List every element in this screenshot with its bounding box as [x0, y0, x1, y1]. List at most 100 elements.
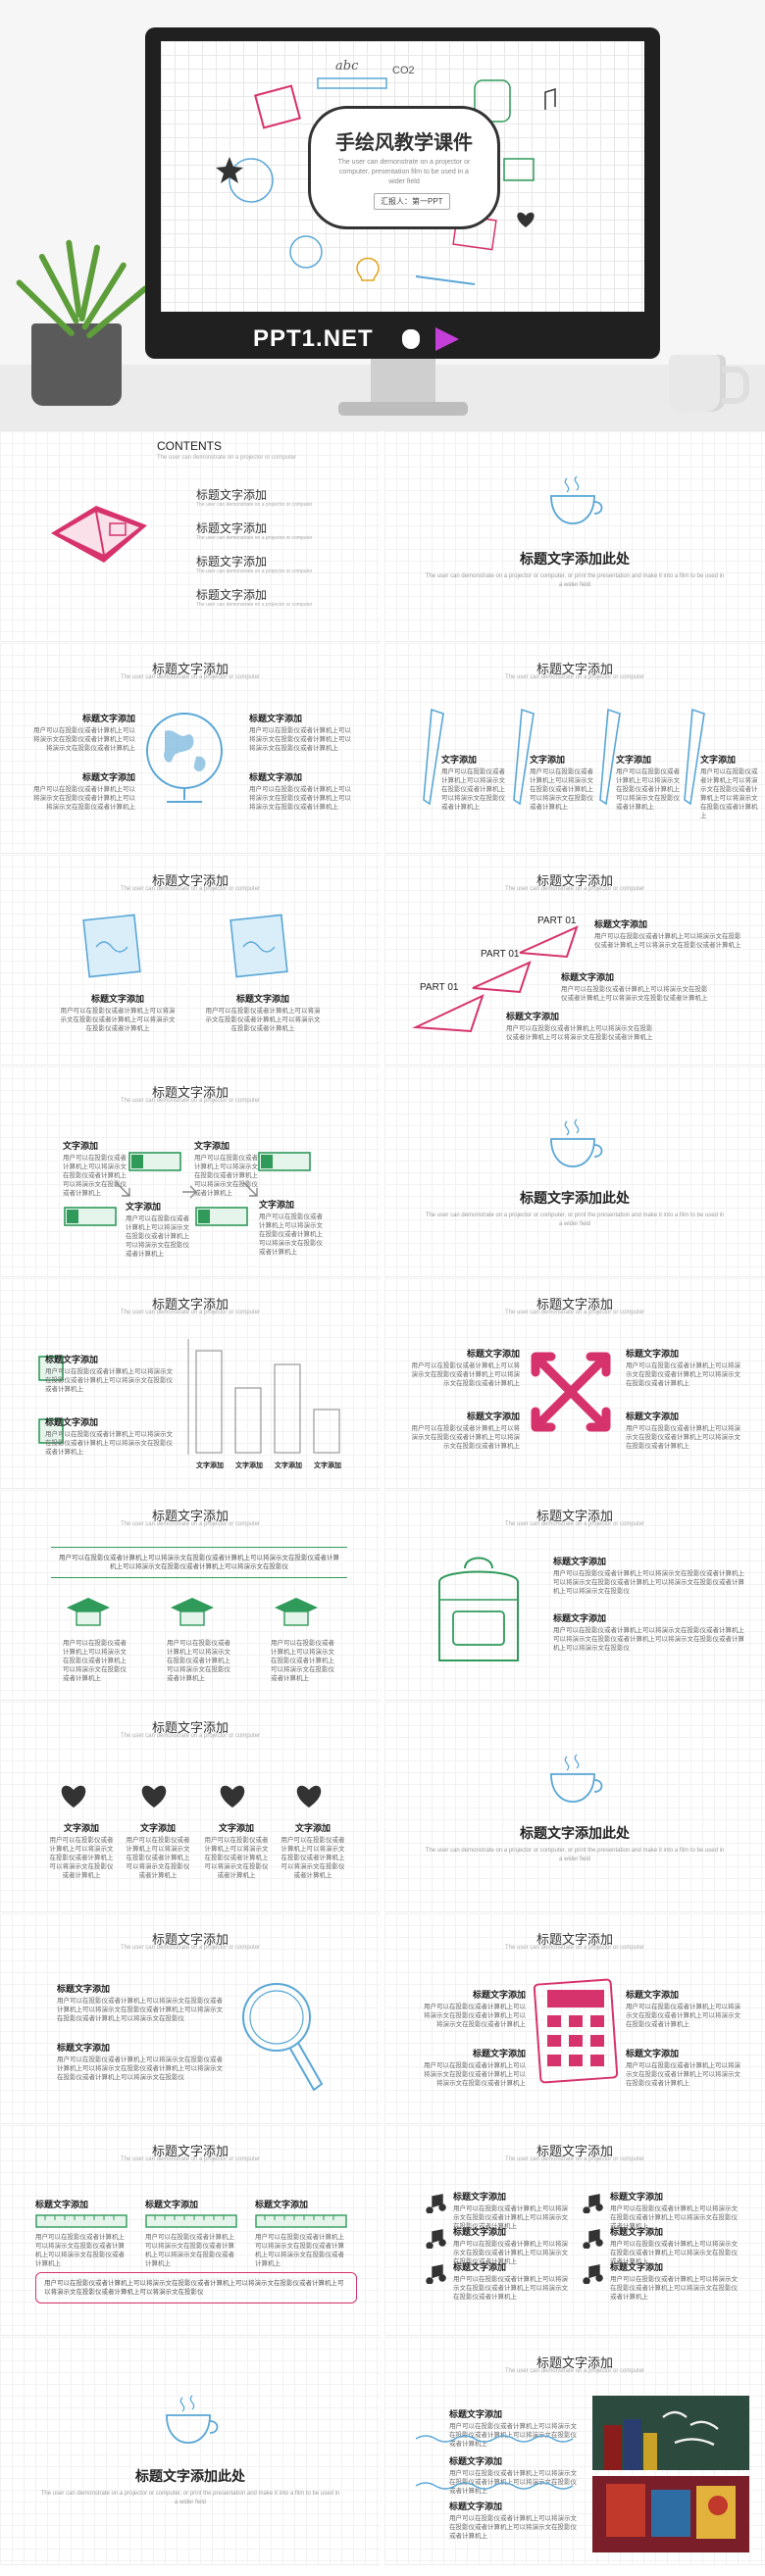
- slide-title: 标题文字添加: [536, 873, 613, 888]
- block-text: 用户可以在投影仪或者计算机上可以将演示文在投影仪或者计算机上可以将演示文在投影仪…: [561, 986, 708, 1002]
- slide-parts: 标题文字添加 The user can demonstrate on a pro…: [384, 855, 765, 1065]
- coffee-mug-handle: [722, 367, 749, 404]
- text-block: 标题文字添加 用户可以在投影仪或者计算机上可以将演示文在投影仪或者计算机上可以将…: [249, 712, 355, 753]
- contents-sub: The user can demonstrate on a projector …: [157, 455, 297, 461]
- cap-caption: 用户可以在投影仪或者计算机上可以将演示文在投影仪或者计算机上可以将演示文在投影仪…: [167, 1640, 230, 1682]
- block-text: 用户可以在投影仪或者计算机上可以将演示文在投影仪或者计算机上可以将演示文在投影仪…: [33, 727, 135, 752]
- slide-subtitle: The user can demonstrate on a projector …: [120, 674, 261, 680]
- text-block: 标题文字添加 用户可以在投影仪或者计算机上可以将演示文在投影仪或者计算机上可以将…: [410, 1347, 521, 1388]
- doodle-music-note: [544, 87, 556, 110]
- block-heading: 标题文字添加: [472, 2049, 526, 2058]
- wave-line-icon: [415, 2435, 574, 2443]
- block-heading: 文字添加: [616, 755, 652, 765]
- hero-title: 手绘风教学课件: [335, 132, 473, 154]
- plant-pot: [31, 323, 122, 406]
- block-text: 用户可以在投影仪或者计算机上可以将演示文在投影仪或者计算机上可以将演示文在投影仪…: [453, 2205, 568, 2230]
- set-square-icon: [472, 961, 532, 994]
- block-text: 用户可以在投影仪或者计算机上可以将演示文在投影仪或者计算机上可以将演示文在投影仪…: [553, 1570, 744, 1595]
- coffee-mug: [669, 355, 726, 412]
- text-block: 标题文字添加 用户可以在投影仪或者计算机上可以将演示文在投影仪或者计算机上可以将…: [204, 992, 322, 1033]
- text-block: 标题文字添加 用户可以在投影仪或者计算机上可以将演示文在投影仪或者计算机上可以将…: [45, 1415, 173, 1457]
- ruler-icon: [145, 2214, 237, 2228]
- doodle-book: [254, 84, 301, 129]
- bar-label: 文字添加: [196, 1462, 224, 1469]
- part-label: PART 01: [537, 916, 577, 926]
- text-block: 标题文字添加 用户可以在投影仪或者计算机上可以将演示文在投影仪或者计算机上可以将…: [29, 712, 135, 753]
- graduation-cap-icon: [171, 1598, 214, 1626]
- block-heading: 标题文字添加: [249, 714, 303, 723]
- block-heading: 文字添加: [139, 1823, 176, 1833]
- block-text: 用户可以在投影仪或者计算机上可以将演示文在投影仪或者计算机上可以将演示文在投影仪…: [49, 1837, 114, 1879]
- block-heading: 标题文字添加: [610, 2192, 664, 2202]
- text-block: 标题文字添加用户可以在投影仪或者计算机上可以将演示文在投影仪或者计算机上可以将演…: [610, 2190, 738, 2231]
- pencil-icon: [684, 708, 705, 806]
- slide-section-cup-4: 标题文字添加此处 The user can demonstrate on a p…: [0, 2337, 381, 2565]
- ruler-icon: [255, 2214, 347, 2228]
- block-text: 用户可以在投影仪或者计算机上可以将演示文在投影仪或者计算机上可以将演示文在投影仪…: [411, 1425, 521, 1450]
- back-to-school-photo: [592, 2396, 749, 2552]
- slide-bar-chart: 标题文字添加 The user can demonstrate on a pro…: [0, 1278, 381, 1489]
- slide-globe: 标题文字添加 The user can demonstrate on a pro…: [0, 643, 381, 854]
- block-heading: 标题文字添加: [626, 1349, 680, 1359]
- contents-item-sub: The user can demonstrate on a projector …: [196, 502, 313, 508]
- text-block: 标题文字添加用户可以在投影仪或者计算机上可以将演示文在投影仪或者计算机上可以将演…: [610, 2260, 738, 2302]
- teacup-icon: [550, 1118, 603, 1167]
- pencil-icon: [599, 708, 621, 806]
- slide-title: 标题文字添加: [536, 1509, 613, 1523]
- text-block: 标题文字添加 用户可以在投影仪或者计算机上可以将演示文在投影仪或者计算机上可以将…: [626, 2047, 743, 2088]
- text-block: 文字添加 用户可以在投影仪或者计算机上可以将演示文在投影仪或者计算机上可以将演示…: [616, 753, 681, 812]
- block-heading: 标题文字添加: [90, 994, 144, 1004]
- text-block: 标题文字添加用户可以在投影仪或者计算机上可以将演示文在投影仪或者计算机上可以将演…: [449, 2500, 577, 2541]
- slide-title: 标题文字添加: [536, 2144, 613, 2158]
- brand-text: PPT1.NET: [253, 325, 374, 352]
- teacup-icon: [550, 1754, 603, 1803]
- contents-item-sub: The user can demonstrate on a projector …: [196, 535, 313, 541]
- block-heading: 标题文字添加: [626, 1990, 680, 2000]
- block-text: 用户可以在投影仪或者计算机上可以将演示文在投影仪或者计算机上可以将演示文在投影仪…: [33, 786, 135, 811]
- slide-title: 标题文字添加: [151, 1085, 229, 1100]
- flow-arrow-icon: [182, 1185, 197, 1199]
- monitor-base: [338, 402, 468, 416]
- slide-music-notes: 标题文字添加 The user can demonstrate on a pro…: [384, 2125, 765, 2336]
- slide-flow: 标题文字添加 The user can demonstrate on a pro…: [0, 1066, 381, 1277]
- block-heading: 标题文字添加: [472, 1990, 526, 2000]
- block-text: 用户可以在投影仪或者计算机上可以将演示文在投影仪或者计算机上可以将演示文在投影仪…: [60, 1008, 176, 1032]
- cap-caption: 用户可以在投影仪或者计算机上可以将演示文在投影仪或者计算机上可以将演示文在投影仪…: [271, 1640, 334, 1682]
- music-note-icon: [426, 2229, 446, 2249]
- text-block: 标题文字添加用户可以在投影仪或者计算机上可以将演示文在投影仪或者计算机上可以将演…: [449, 2407, 577, 2449]
- powerpoint-logo-icon: [435, 327, 459, 351]
- block-text: 用户可以在投影仪或者计算机上可以将演示文在投影仪或者计算机上可以将演示文在投影仪…: [63, 1155, 127, 1197]
- slide-rulers: 标题文字添加 The user can demonstrate on a pro…: [0, 2125, 381, 2336]
- doodle-text-co2: CO2: [392, 65, 415, 76]
- slide-subtitle: The user can demonstrate on a projector …: [504, 2368, 645, 2374]
- slide-subtitle: The user can demonstrate on a projector …: [504, 674, 645, 680]
- block-heading: 标题文字添加: [626, 1412, 680, 1421]
- text-block: 文字添加 用户可以在投影仪或者计算机上可以将演示文在投影仪或者计算机上可以将演示…: [47, 1821, 116, 1880]
- globe-icon: [146, 713, 223, 803]
- bar-label: 文字添加: [314, 1462, 341, 1469]
- slide-subtitle: The user can demonstrate on a projector …: [504, 1521, 645, 1527]
- contents-item: 标题文字添加: [196, 555, 268, 569]
- text-block: 标题文字添加 用户可以在投影仪或者计算机上可以将演示文在投影仪或者计算机上可以将…: [420, 2047, 526, 2088]
- block-heading: 标题文字添加: [453, 2192, 507, 2202]
- music-note-icon: [583, 2194, 603, 2213]
- bar-label: 文字添加: [275, 1462, 302, 1469]
- slide-subtitle: The user can demonstrate on a projector …: [120, 1310, 261, 1315]
- block-heading: 文字添加: [530, 755, 566, 765]
- banner-text: 用户可以在投影仪或者计算机上可以将演示文在投影仪或者计算机上可以将演示文在投影仪…: [51, 1547, 347, 1578]
- block-text: 用户可以在投影仪或者计算机上可以将演示文在投影仪或者计算机上可以将演示文在投影仪…: [249, 727, 351, 752]
- ruler-icon: [35, 2214, 128, 2228]
- center-title: 标题文字添加此处: [135, 2468, 245, 2484]
- doodle-star: [216, 157, 243, 183]
- block-text: 用户可以在投影仪或者计算机上可以将演示文在投影仪或者计算机上可以将演示文在投影仪…: [449, 2470, 577, 2495]
- music-note-icon: [426, 2264, 446, 2284]
- block-heading: 文字添加: [218, 1823, 254, 1833]
- text-block: 标题文字添加 用户可以在投影仪或者计算机上可以将演示文在投影仪或者计算机上可以将…: [561, 970, 708, 1003]
- contents-item-sub: The user can demonstrate on a projector …: [196, 602, 313, 608]
- block-text: 用户可以在投影仪或者计算机上可以将演示文在投影仪或者计算机上可以将演示文在投影仪…: [700, 768, 758, 819]
- slide-calculator: 标题文字添加 The user can demonstrate on a pro…: [384, 1913, 765, 2124]
- banner-text: 用户可以在投影仪或者计算机上可以将演示文在投影仪或者计算机上可以将演示文在投影仪…: [35, 2272, 357, 2304]
- slide-title: 标题文字添加: [151, 1932, 229, 1947]
- contents-item: 标题文字添加: [196, 488, 268, 502]
- doodle-globe: [229, 158, 274, 203]
